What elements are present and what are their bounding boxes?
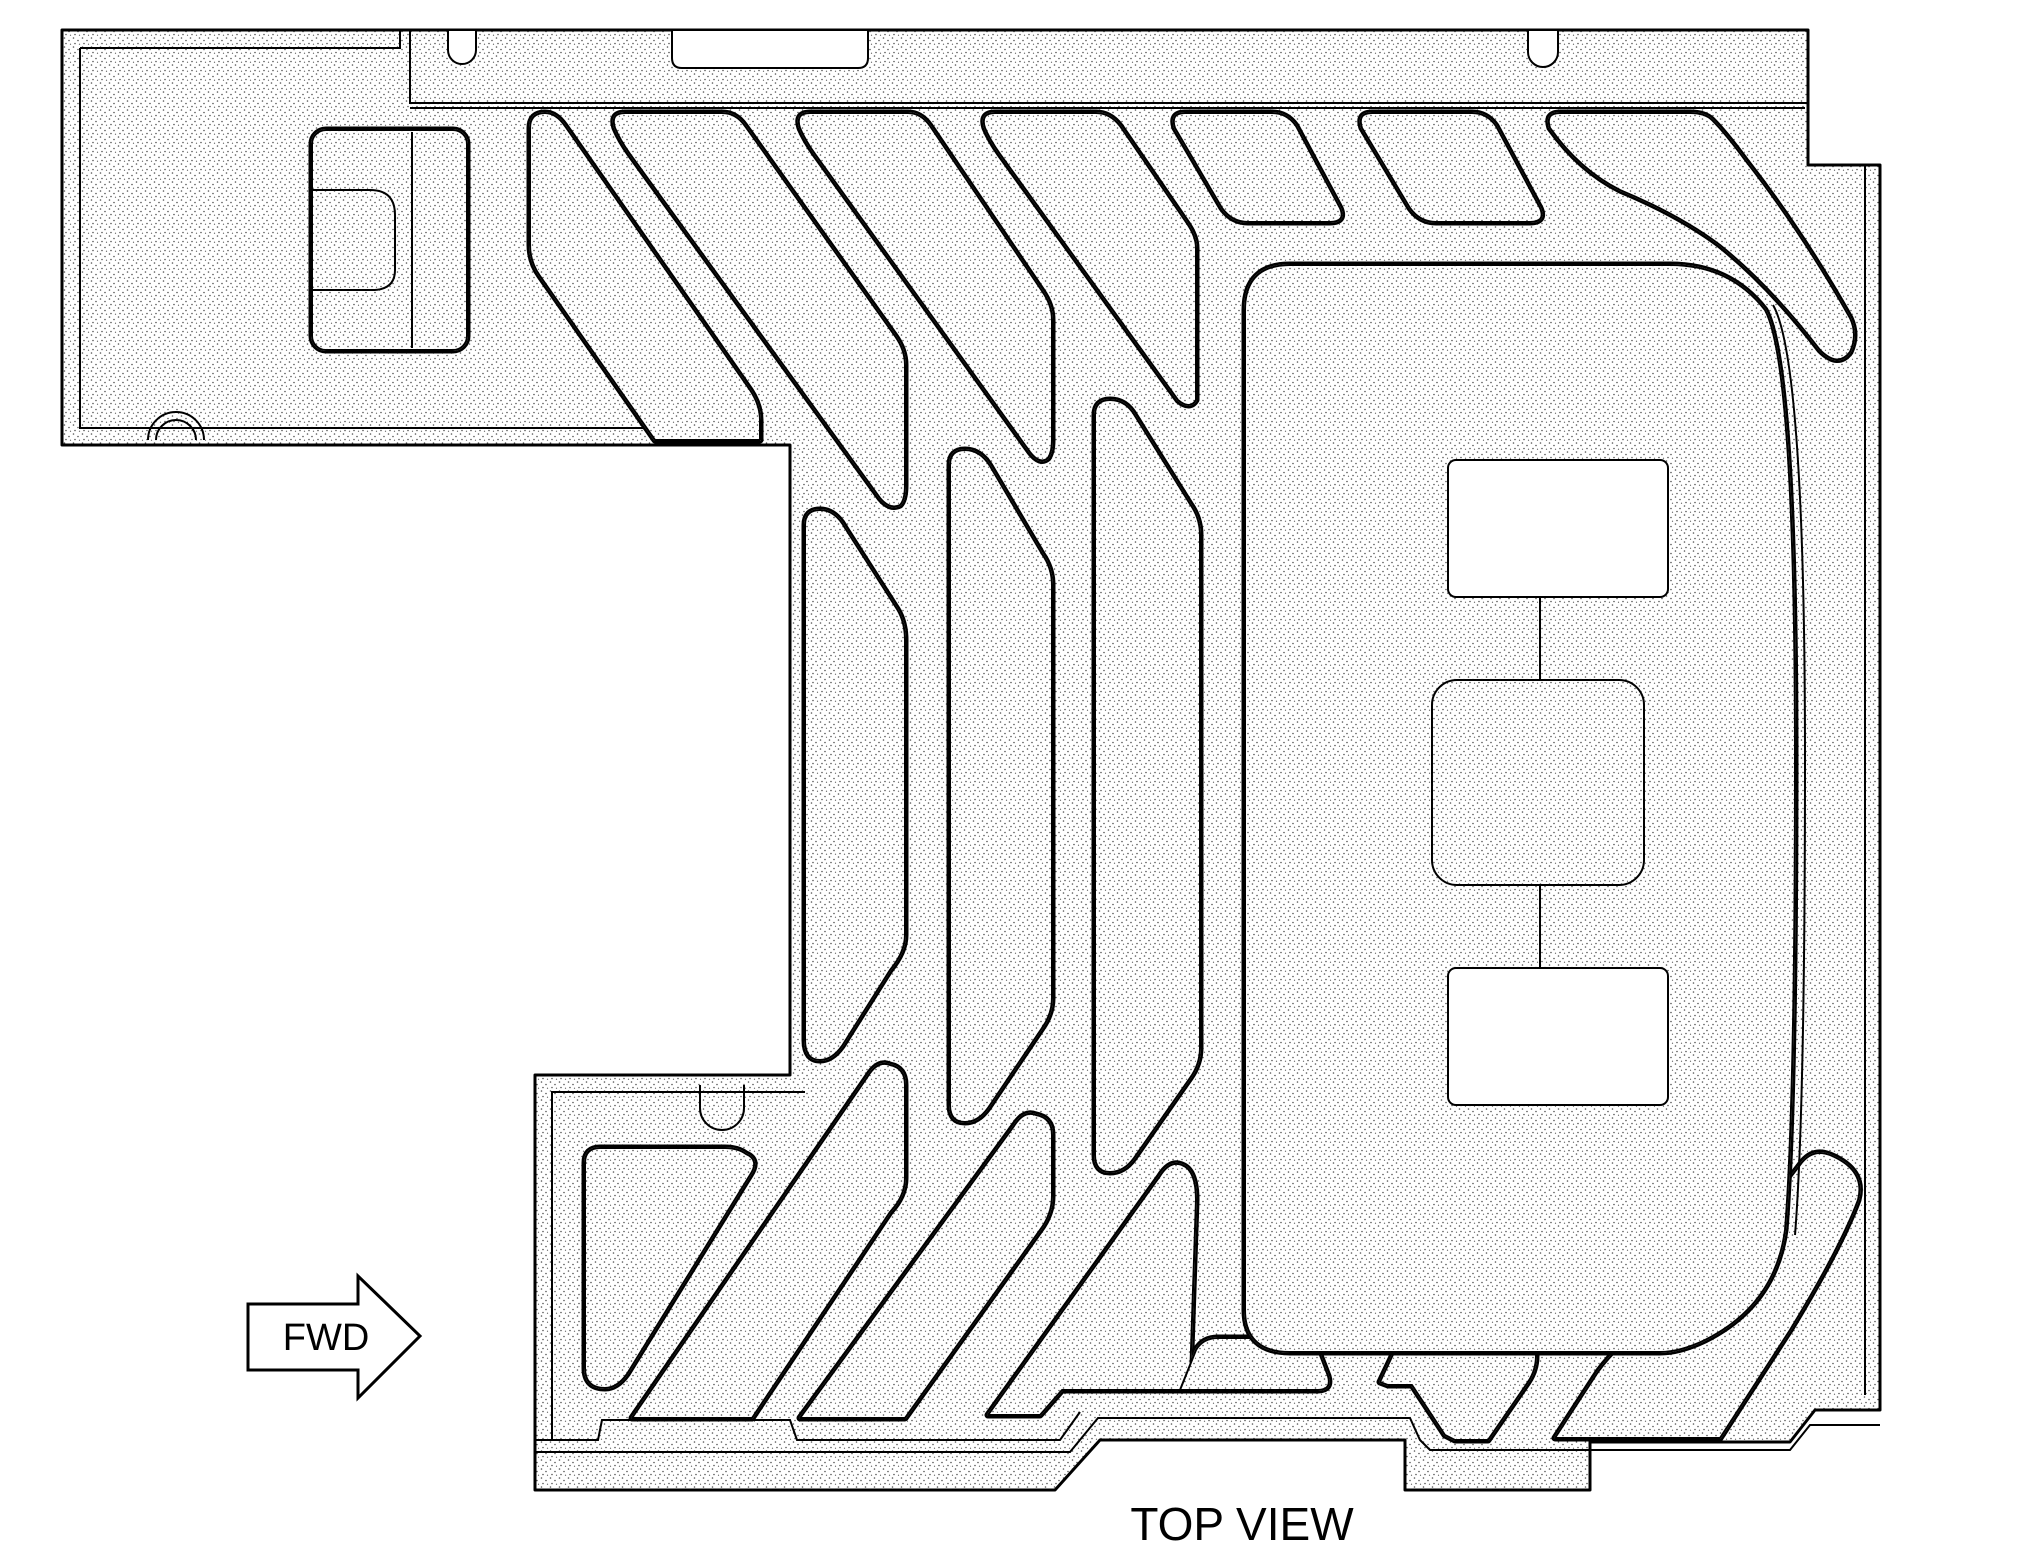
small-bump-bottom (699, 1085, 745, 1131)
forward-arrow-icon (246, 1272, 423, 1402)
top-notch-3 (1527, 29, 1559, 68)
ribs (530, 113, 1859, 1440)
bottom-rail (535, 1417, 1880, 1453)
view-title: TOP VIEW (1130, 1498, 1354, 1550)
cutout-upper (1447, 459, 1669, 598)
left-pocket-border (79, 30, 655, 429)
forward-label: FWD (283, 1317, 370, 1359)
top-notch-1 (447, 29, 477, 65)
top-rail (409, 30, 1808, 104)
center-pad (1431, 679, 1645, 886)
lower-left-border (551, 1091, 805, 1440)
small-bump-top (147, 411, 205, 441)
top-notch-2 (671, 29, 869, 69)
cutout-lower (1447, 967, 1669, 1106)
